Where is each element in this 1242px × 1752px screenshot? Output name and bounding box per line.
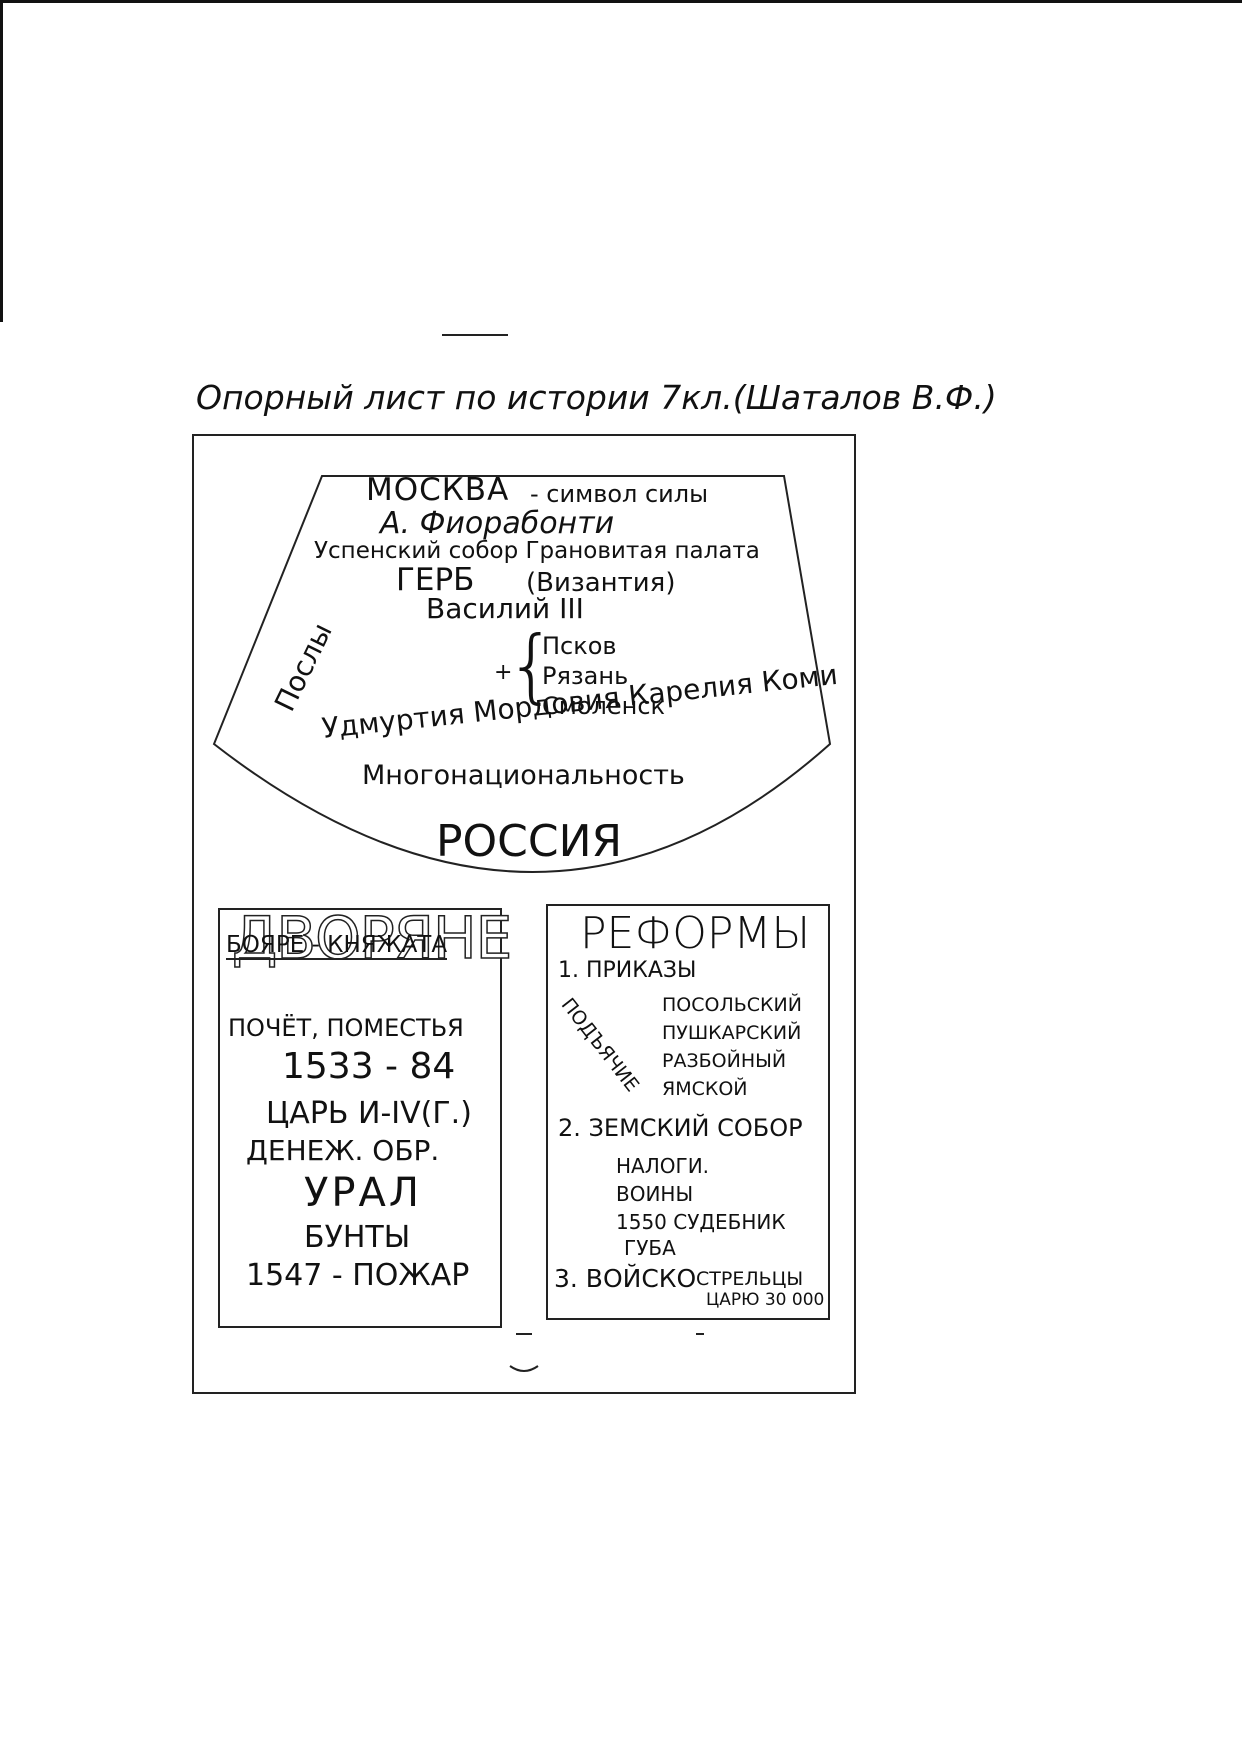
left-box-line-3: ЦАРЬ И-IV(Г.) — [266, 1096, 472, 1131]
scan-border-top — [0, 0, 1242, 3]
sobor-1: НАЛОГИ. — [616, 1154, 710, 1178]
right-box-frame — [546, 904, 830, 1320]
left-box-line-5: УРАЛ — [304, 1170, 422, 1216]
annexed-brace: { — [506, 619, 557, 712]
left-box-line-6: БУНТЫ — [304, 1220, 411, 1255]
reference-sheet-frame — [192, 434, 856, 1394]
right-box-heading: РЕФОРМЫ — [580, 908, 811, 959]
annexed-ryazan: Рязань — [542, 662, 629, 690]
left-box-line-1: ПОЧЁТ, ПОМЕСТЬЯ — [228, 1014, 464, 1042]
annexed-smolensk: Смоленск — [542, 692, 666, 720]
right-box-item-2: 2. ЗЕМСКИЙ СОБОР — [558, 1114, 803, 1142]
fan-coat-of-arms: ГЕРБ — [396, 562, 475, 598]
right-box-item-3: 3. ВОЙСКО — [554, 1264, 697, 1293]
prikaz-1: ПОСОЛЬСКИЙ — [662, 994, 802, 1016]
right-box-item-1: 1. ПРИКАЗЫ — [558, 958, 697, 983]
left-box-line-2: 1533 - 84 — [282, 1046, 456, 1087]
fan-moscow-word: МОСКВА — [366, 472, 510, 508]
fan-cathedrals: Успенский собор Грановитая палата — [314, 538, 760, 564]
annexed-pskov: Псков — [542, 632, 617, 660]
prikaz-4: ЯМСКОЙ — [662, 1078, 748, 1100]
scan-border-left — [0, 0, 3, 322]
prikaz-2: ПУШКАРСКИЙ — [662, 1022, 802, 1044]
left-box-frame — [218, 908, 502, 1328]
left-box-boyars: БОЯРЕ - КНЯЖАТА — [226, 932, 448, 960]
sobor-4: ГУБА — [624, 1236, 676, 1260]
sobor-3: 1550 СУДЕБНИК — [616, 1210, 786, 1234]
left-box-line-7: 1547 - ПОЖАР — [246, 1258, 470, 1293]
plus-sign: + — [494, 660, 513, 685]
fan-russia: РОССИЯ — [436, 816, 623, 867]
fan-vasily: Василий III — [426, 592, 584, 625]
item-3-sub: ЦАРЮ 30 000 — [706, 1290, 825, 1310]
fan-moscow-suffix: - символ силы — [530, 480, 709, 508]
fan-byzantium: (Византия) — [526, 568, 676, 598]
item-3-streltsy: СТРЕЛЬЦЫ — [696, 1268, 804, 1290]
fan-multinational: Многонациональность — [362, 760, 685, 791]
prikaz-3: РАЗБОЙНЫЙ — [662, 1050, 787, 1072]
fan-architect: А. Фиорабонти — [380, 506, 615, 541]
left-box-outline-heading: ДВОРЯНЕ — [231, 903, 513, 973]
left-box-line-4: ДЕНЕЖ. ОБР. — [246, 1134, 440, 1167]
page-title: Опорный лист по истории 7кл.(Шаталов В.Ф… — [196, 378, 997, 417]
sobor-2: ВОИНЫ — [616, 1182, 694, 1206]
top-dash-mark — [442, 334, 508, 336]
